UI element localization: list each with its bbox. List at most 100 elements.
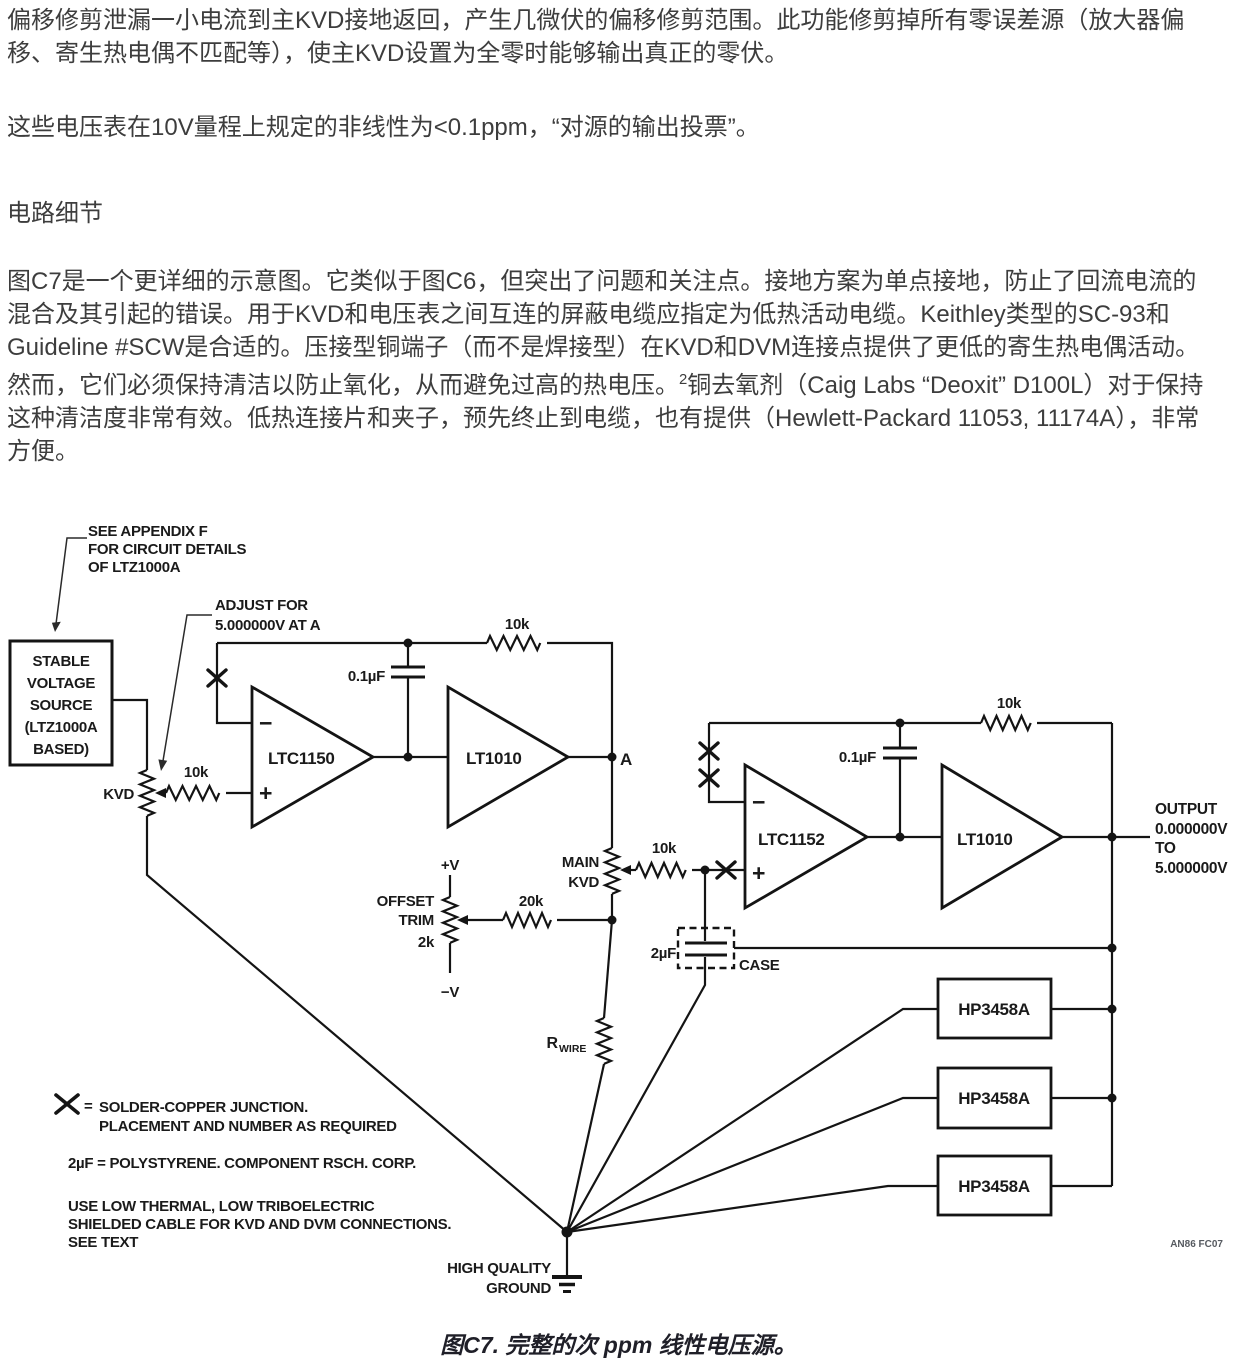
wire [566,1007,938,1233]
offset-trim-network: +V −V OFFSET TRIM 2k 20k [377,857,612,1001]
resistor-zigzag [634,860,687,880]
wiper-arrow-icon [155,788,166,798]
dvm-hp3458a-1: HP3458A [566,977,1112,1233]
paragraph-circuit-details: 图C7是一个更详细的示意图。它类似于图C6，但突出了问题和关注点。接地方案为单点… [7,265,1212,468]
annotation-text: OF LTZ1000A [88,559,181,576]
main-kvd-label: MAIN [562,854,599,871]
case-label: CASE [739,957,780,974]
buffer-lt1010-1: LT1010 [446,684,571,830]
plus-v-label: +V [441,857,459,874]
resistor-zigzag [602,846,622,895]
rwire-label: R [546,1035,558,1052]
ground-icon: HIGH QUALITY GROUND [447,1232,582,1297]
figure-reference: AN86 FC07 [1170,1239,1223,1250]
source-box-label: BASED) [33,741,89,758]
resistor-label: 20k [519,893,544,910]
solder-junction-icon [698,741,720,761]
resistor-zigzag [440,895,460,944]
document-body: 偏移修剪泄漏一小电流到主KVD接地返回，产生几微伏的偏移修剪范围。此功能修剪掉所… [0,0,1237,468]
opamp-triangle [250,684,376,830]
capacitor-label: 0.1µF [839,749,876,766]
legend-text: USE LOW THERMAL, LOW TRIBOELECTRIC [68,1198,375,1215]
resistor-zigzag [164,783,221,803]
opamp-ltc1150: − + LTC1150 [250,684,376,830]
wiper-arrow-icon [457,915,468,925]
capacitor-01uf-2: 0.1µF [839,723,917,837]
opamp-label: LTC1150 [268,749,335,768]
leader-arrow-icon [158,759,168,771]
paragraph-circuit-details-text: 图C7是一个更详细的示意图。它类似于图C6，但突出了问题和关注点。接地方案为单点… [7,268,1200,399]
leader-line [161,614,212,768]
annotation-adjust-for: ADJUST FOR 5.000000V AT A [158,597,321,771]
legend-equals: = [84,1098,93,1115]
output-label: 0.000000V [1155,821,1228,838]
output-label: 5.000000V [1155,860,1228,877]
offset-trim-label: OFFSET [377,893,435,910]
wire [215,643,252,725]
wire [602,894,614,1019]
source-box-label: VOLTAGE [27,675,95,692]
figure-caption: 图C7. 完整的次 ppm 线性电压源。 [440,1332,797,1358]
wire [112,698,149,770]
annotation-see-appendix: SEE APPENDIX F FOR CIRCUIT DETAILS OF LT… [51,523,247,632]
offset-trim-label: TRIM [399,912,434,929]
buffer-lt1010-2: LT1010 [940,762,1065,911]
legend-text: SEE TEXT [68,1234,138,1251]
source-box-outline [8,639,114,767]
section-heading: 电路细节 [7,200,103,227]
leader-arrow-icon [51,621,61,632]
resistor-label: 10k [184,764,209,781]
minus-input: − [752,789,765,815]
wire [547,641,614,757]
legend: = SOLDER-COPPER JUNCTION. PLACEMENT AND … [54,1093,452,1251]
dvm-hp3458a-2: HP3458A [566,1066,1112,1234]
plus-input: + [259,780,272,806]
leader-line [55,537,87,625]
opamp-label: LTC1152 [758,830,825,849]
capacitor-2uf: 2µF CASE [566,872,1112,1233]
legend-text: 2µF = POLYSTYRENE. COMPONENT RSCH. CORP. [68,1155,416,1172]
resistor-zigzag [485,633,542,653]
resistor-10k-feedback2: 10k [979,695,1032,733]
footnote-marker: 2 [679,372,688,388]
paragraph-circuit-details-text2: 铜去氧剂（Caig Labs “Deoxit” D100L）对于保持这种清洁度非… [7,372,1204,465]
resistor-10k-input2: 10k [630,840,745,880]
capacitor-label: 0.1µF [348,668,385,685]
dvm-label: HP3458A [958,1000,1030,1019]
offset-trim-label: 2k [418,934,435,951]
wire [566,957,707,1233]
wire [145,816,568,1233]
rwire-label-sub: WIRE [559,1043,586,1055]
minus-v-label: −V [441,984,459,1001]
opamp-ltc1152: − + LTC1152 [743,762,870,911]
stage1-wires [112,641,614,1233]
solder-junction-icon [715,860,737,880]
paragraph-voltmeters: 这些电压表在10V量程上规定的非线性为<0.1ppm，“对源的输出投票”。 [7,114,760,141]
source-box-label: SOURCE [30,697,93,714]
node-a-label: A [620,750,632,769]
rwire-run: R WIRE [546,894,614,1233]
solder-junction-icon [54,1093,80,1115]
legend-text: PLACEMENT AND NUMBER AS REQUIRED [99,1118,397,1135]
resistor-10k-feedback1: 10k [485,616,542,653]
capacitor-label: 2µF [651,945,676,962]
minus-input: − [259,710,272,736]
output-labels: OUTPUT 0.000000V TO 5.000000V [1155,801,1229,877]
buffer-triangle [446,684,571,830]
paragraph-offset-trim: 偏移修剪泄漏一小电流到主KVD接地返回，产生几微伏的偏移修剪范围。此功能修剪掉所… [7,7,1185,67]
solder-junction-icon [698,768,720,788]
buffer-triangle [940,762,1065,911]
output-label: OUTPUT [1155,801,1218,818]
stage2-wires [707,721,1150,1186]
kvd-potentiometer: KVD [103,768,166,817]
resistor-zigzag [979,713,1032,733]
wiper-arrow-icon [620,865,631,875]
opamp-triangle [743,762,870,911]
resistor-zigzag [501,910,553,930]
plus-input: + [752,860,765,886]
resistor-10k-input1: 10k [164,764,221,803]
wire [707,723,745,804]
buffer-label: LT1010 [466,749,522,768]
legend-text: SHIELDED CABLE FOR KVD AND DVM CONNECTIO… [68,1216,451,1233]
resistor-zigzag [137,768,157,817]
